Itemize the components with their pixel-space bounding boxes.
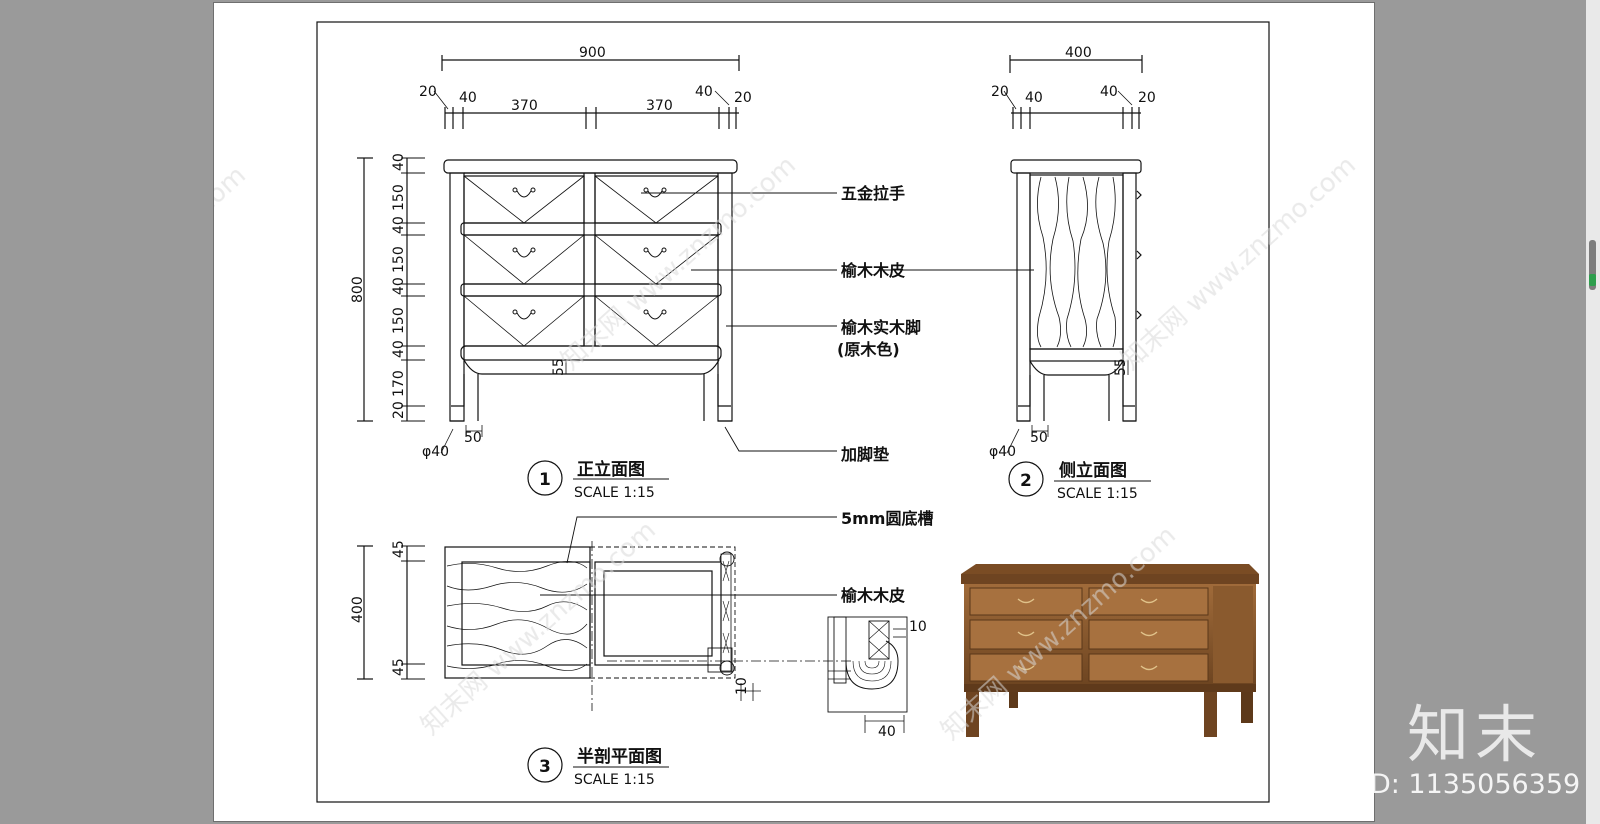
dim-front-h-foot: 20 [391, 401, 407, 419]
dim-side-side-right: 20 [1138, 90, 1156, 106]
dim-front-h-gap3: 40 [391, 340, 407, 358]
front-elevation [357, 55, 837, 496]
view-title-plan: 半剖平面图 [577, 746, 662, 767]
label-foot-pad: 加脚垫 [840, 445, 889, 464]
dim-front-h-gap2: 40 [391, 277, 407, 295]
drawing-frame [316, 21, 1270, 803]
label-leg-color: (原木色) [837, 340, 900, 359]
side-elevation [882, 55, 1151, 497]
dim-side-leg-dia: φ40 [989, 444, 1016, 460]
view-scale-front: SCALE 1:15 [574, 485, 655, 501]
label-leg: 榆木实木脚 [841, 318, 921, 337]
half-section-plan-text: 400 45 45 5mm圆底槽 榆木木皮 10 10 40 3 半剖平面图 S… [350, 509, 933, 788]
view-title-front: 正立面图 [577, 459, 645, 480]
dim-side-apron: 55 [1113, 358, 1129, 376]
product-photo [961, 564, 1259, 737]
dim-front-height: 800 [350, 276, 366, 303]
dim-detail-10: 10 [909, 619, 927, 635]
dim-front-leg-dia: φ40 [422, 444, 449, 460]
dim-front-h-leg: 170 [391, 370, 407, 397]
dim-front-h-drawer1: 150 [391, 184, 407, 211]
dim-side-frame-right: 40 [1100, 84, 1118, 100]
dim-front-h-top: 40 [391, 153, 407, 171]
view-scale-side: SCALE 1:15 [1057, 486, 1138, 502]
svg-text:知末网 www.znzmo.com: 知末网 www.znzmo.com [1116, 150, 1362, 376]
dim-front-side-right: 20 [734, 90, 752, 106]
scrollbar-thumb[interactable] [1589, 240, 1596, 290]
dim-front-h-drawer2: 150 [391, 246, 407, 273]
dim-detail-40: 40 [878, 724, 896, 740]
scroll-position-marker [1589, 274, 1596, 286]
dim-front-drawer-left: 370 [511, 98, 538, 114]
dim-plan-bottom: 45 [391, 658, 407, 676]
dim-front-frame-right: 40 [695, 84, 713, 100]
dim-detail-10b: 10 [734, 677, 750, 695]
dim-side-side: 20 [991, 84, 1009, 100]
svg-text:知末网 www.znzmo.com: 知末网 www.znzmo.com [556, 150, 802, 376]
vertical-scrollbar[interactable] [1586, 0, 1600, 824]
label-groove: 5mm圆底槽 [841, 509, 933, 528]
dim-front-h-gap1: 40 [391, 216, 407, 234]
view-scale-plan: SCALE 1:15 [574, 772, 655, 788]
dim-side-total: 400 [1065, 45, 1092, 61]
svg-text:知末网 www.znzmo.com: 知末网 www.znzmo.com [416, 515, 662, 741]
svg-text:知末网 www.znzmo.com: 知末网 www.znzmo.com [214, 160, 252, 386]
dim-plan-top: 45 [391, 540, 407, 558]
view-number-1: 1 [539, 470, 551, 490]
view-title-side: 侧立面图 [1059, 460, 1127, 481]
dim-front-drawer-right: 370 [646, 98, 673, 114]
dim-front-h-drawer3: 150 [391, 307, 407, 334]
label-plan-veneer: 榆木木皮 [841, 586, 905, 605]
label-handle: 五金拉手 [841, 184, 905, 203]
dim-front-leg-w: 50 [464, 430, 482, 446]
side-elevation-text: 400 20 40 40 20 55 φ40 50 2 侧立面图 SCALE 1… [989, 45, 1156, 502]
view-number-2: 2 [1020, 471, 1032, 491]
dim-front-side: 20 [419, 84, 437, 100]
drawing-sheet: 900 20 40 370 370 40 20 800 40 150 40 15… [213, 2, 1375, 822]
cad-drawing: 900 20 40 370 370 40 20 800 40 150 40 15… [214, 21, 1362, 803]
dim-side-frame: 40 [1025, 90, 1043, 106]
watermark-logo: 知末 [1407, 698, 1544, 771]
dim-front-frame: 40 [459, 90, 477, 106]
dim-side-leg-w: 50 [1030, 430, 1048, 446]
dim-front-apron: 55 [551, 358, 567, 376]
dim-front-total: 900 [579, 45, 606, 61]
half-section-plan [357, 516, 908, 783]
front-elevation-text: 900 20 40 370 370 40 20 800 40 150 40 15… [350, 45, 921, 501]
label-veneer: 榆木木皮 [841, 261, 905, 280]
view-number-3: 3 [539, 757, 551, 777]
dim-plan-depth: 400 [350, 596, 366, 623]
watermark-id: ID: 1135056359 [1362, 769, 1581, 800]
